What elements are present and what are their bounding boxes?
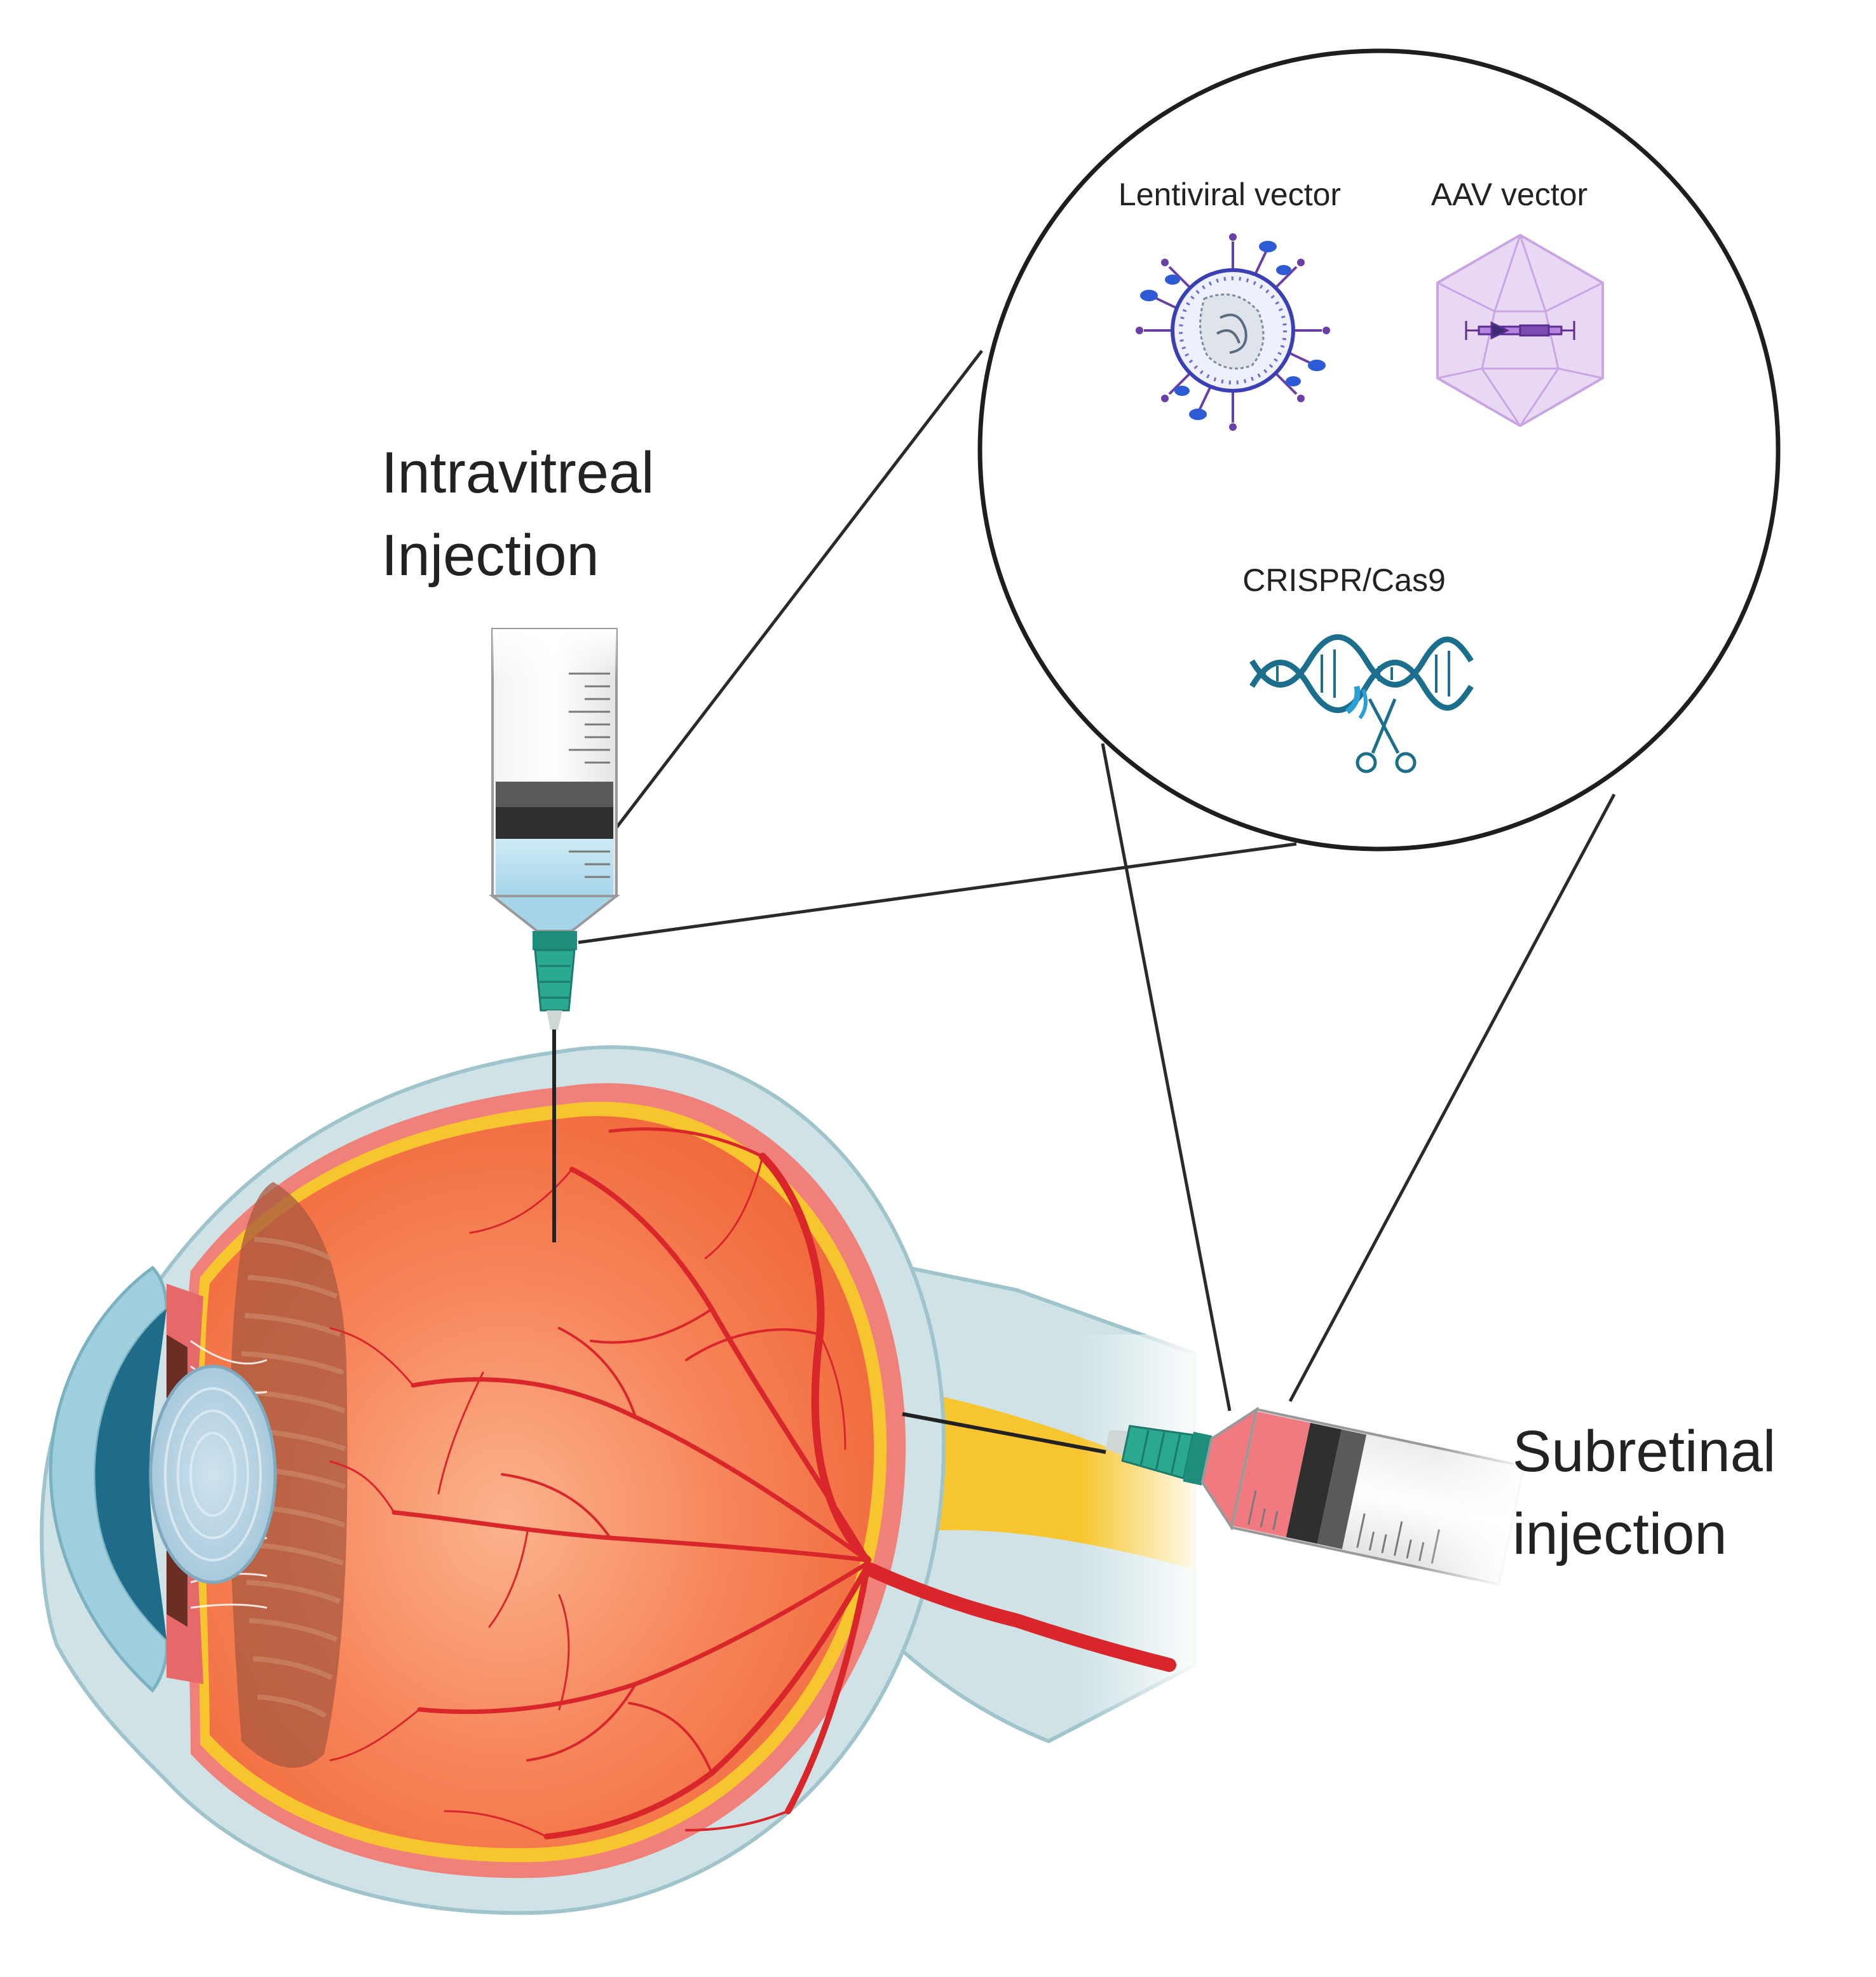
lens	[149, 1364, 277, 1584]
zoom-line-2	[578, 842, 1297, 944]
intravitreal-needle-base	[547, 1010, 562, 1029]
subretinal-plunger-seal	[1286, 1422, 1342, 1544]
anterior-chamber	[95, 1309, 167, 1640]
intravitreal-plunger-seal	[496, 807, 613, 839]
intravitreal-syringe	[489, 628, 620, 1242]
eye-cross-section	[39, 1045, 1207, 1915]
aav-capsid-icon	[1436, 233, 1604, 428]
aav-label: AAV vector	[1431, 177, 1587, 212]
intravitreal-label-line1: Intravitreal	[381, 440, 655, 505]
intravitreal-scale	[569, 672, 610, 878]
subretinal-needle	[902, 1412, 1106, 1454]
crispr-dna-scissors-icon	[1249, 634, 1474, 773]
subretinal-needle-base	[1105, 1430, 1129, 1456]
intravitreal-fluid	[496, 839, 613, 896]
lentiviral-label: Lentiviral vector	[1118, 177, 1341, 212]
intravitreal-hub-ribs	[539, 965, 571, 999]
subretinal-label-line1: Subretinal	[1512, 1419, 1776, 1484]
intravitreal-label-line2: Injection	[381, 523, 599, 588]
subretinal-label-line2: injection	[1512, 1502, 1727, 1566]
lentiviral-virus-icon	[1136, 233, 1330, 431]
zoom-lines	[578, 350, 1616, 1411]
subretinal-syringe	[902, 1406, 1531, 1589]
zoom-line-1	[599, 350, 983, 850]
zoom-circle	[977, 48, 1781, 852]
intravitreal-hub	[534, 949, 576, 1012]
subretinal-hub-top	[1183, 1431, 1213, 1486]
intravitreal-tip	[489, 895, 620, 932]
subretinal-hub	[1121, 1425, 1194, 1480]
zoom-line-4	[1288, 793, 1616, 1403]
subretinal-plunger-upper	[1317, 1429, 1367, 1549]
zoom-line-3	[1101, 743, 1232, 1411]
lens-rings	[164, 1387, 262, 1561]
intravitreal-plunger-upper	[496, 782, 613, 807]
subretinal-hub-ribs	[1140, 1429, 1181, 1474]
intravitreal-hub-top	[533, 931, 577, 950]
crispr-label: CRISPR/Cas9	[1242, 562, 1446, 598]
retinal-vessels	[329, 1127, 1176, 1840]
